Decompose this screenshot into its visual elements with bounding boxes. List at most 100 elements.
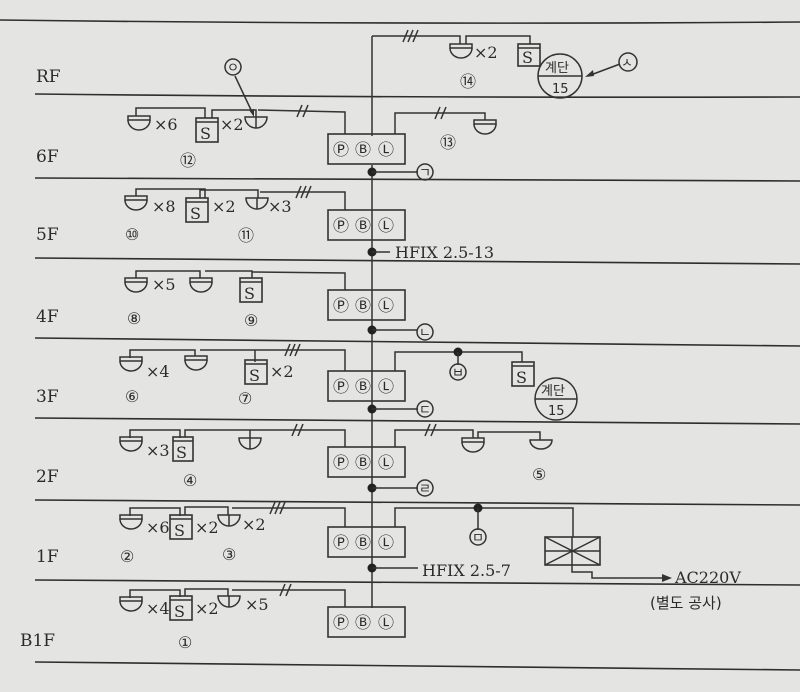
- svg-text:×4: ×4: [146, 362, 170, 381]
- svg-text:Ⓟ: Ⓟ: [333, 533, 349, 552]
- svg-text:⑤: ⑤: [532, 465, 546, 484]
- svg-text:ㄱ: ㄱ: [419, 166, 431, 181]
- svg-text:S: S: [249, 366, 260, 385]
- svg-text:ㄹ: ㄹ: [419, 482, 431, 497]
- svg-text:Ⓟ: Ⓟ: [333, 216, 349, 235]
- receiver-panel-icon: [544, 536, 601, 566]
- svg-text:Ⓛ: Ⓛ: [378, 296, 394, 315]
- svg-text:Ⓑ: Ⓑ: [355, 533, 371, 552]
- svg-text:S: S: [176, 443, 187, 462]
- floor-2f: ×3 S ④ ⑤ ㄹ: [119, 423, 553, 497]
- floor-b1f: ×4 S ×2 ×5 ①: [119, 583, 346, 652]
- svg-text:④: ④: [183, 471, 197, 490]
- pbl-box-6f: Ⓟ Ⓑ Ⓛ: [327, 133, 406, 165]
- svg-text:×5: ×5: [152, 275, 176, 294]
- svg-text:ㅅ: ㅅ: [621, 56, 633, 71]
- floor-label-4f: 4F: [36, 307, 59, 327]
- svg-text:③: ③: [222, 545, 236, 564]
- svg-text:⑥: ⑥: [125, 387, 139, 406]
- svg-text:Ⓟ: Ⓟ: [333, 377, 349, 396]
- svg-text:S: S: [522, 48, 533, 67]
- floor-label-2f: 2F: [36, 467, 59, 487]
- svg-text:계단: 계단: [541, 384, 565, 399]
- pbl-box-4f: Ⓟ Ⓑ Ⓛ: [327, 289, 406, 321]
- sensor-box-icon: [517, 43, 541, 67]
- floor-6f: ×6 S ×2 ㅇ ⑫ ⑬ ㄱ: [127, 58, 497, 181]
- svg-text:HFIX 2.5-13: HFIX 2.5-13: [395, 243, 494, 262]
- pbl-box-1f: Ⓟ Ⓑ Ⓛ: [327, 526, 406, 558]
- svg-text:(별도 공사): (별도 공사): [650, 594, 722, 612]
- floor-rf: ×2 S ⑭ 계단 15 ㅅ: [372, 29, 638, 99]
- svg-text:ㅁ: ㅁ: [472, 531, 484, 546]
- svg-text:×5: ×5: [245, 595, 269, 614]
- svg-text:⑧: ⑧: [127, 309, 141, 328]
- svg-text:×3: ×3: [268, 197, 292, 216]
- floor-label-5f: 5F: [36, 225, 59, 245]
- svg-text:S: S: [174, 602, 185, 621]
- svg-text:×6: ×6: [154, 115, 178, 134]
- svg-text:계단: 계단: [545, 61, 569, 76]
- floor-lines: [0, 19, 800, 671]
- svg-text:⑪: ⑪: [238, 226, 254, 245]
- svg-text:15: 15: [548, 404, 565, 419]
- floor-1f: ×6 S ×2 ×2 ② ③ ㅁ AC220V (별도 공사) HFIX 2.5…: [119, 501, 741, 612]
- svg-text:Ⓑ: Ⓑ: [355, 140, 371, 159]
- svg-text:Ⓟ: Ⓟ: [333, 613, 349, 632]
- floor-label-1f: 1F: [36, 547, 59, 567]
- svg-text:Ⓟ: Ⓟ: [333, 453, 349, 472]
- svg-text:HFIX 2.5-7: HFIX 2.5-7: [422, 561, 511, 580]
- svg-text:Ⓑ: Ⓑ: [355, 613, 371, 632]
- svg-text:×6: ×6: [146, 518, 170, 537]
- marker-s-icon: [618, 52, 638, 72]
- svg-text:15: 15: [552, 82, 569, 97]
- svg-text:S: S: [244, 284, 255, 303]
- svg-text:Ⓛ: Ⓛ: [378, 377, 394, 396]
- svg-text:ㄷ: ㄷ: [419, 403, 431, 418]
- svg-text:Ⓟ: Ⓟ: [333, 296, 349, 315]
- smoke-detector-icon: [449, 43, 473, 59]
- svg-text:ㅂ: ㅂ: [452, 366, 464, 381]
- svg-text:×2: ×2: [212, 197, 236, 216]
- svg-text:×2: ×2: [195, 599, 219, 618]
- svg-text:Ⓑ: Ⓑ: [355, 453, 371, 472]
- svg-text:⑫: ⑫: [180, 151, 196, 170]
- pbl-box-5f: Ⓟ Ⓑ Ⓛ: [327, 209, 406, 241]
- svg-text:×2: ×2: [270, 362, 294, 381]
- floor-label-3f: 3F: [36, 387, 59, 407]
- svg-text:①: ①: [178, 633, 192, 652]
- svg-text:⑭: ⑭: [460, 72, 476, 91]
- floor-label-rf: RF: [36, 67, 61, 87]
- svg-text:⑦: ⑦: [238, 389, 252, 408]
- pbl-box-b1f: Ⓟ Ⓑ Ⓛ: [327, 606, 406, 638]
- svg-text:②: ②: [120, 547, 134, 566]
- svg-text:Ⓑ: Ⓑ: [355, 296, 371, 315]
- svg-text:AC220V: AC220V: [674, 568, 741, 587]
- svg-text:ㄴ: ㄴ: [419, 326, 431, 341]
- svg-text:Ⓛ: Ⓛ: [378, 216, 394, 235]
- svg-text:Ⓛ: Ⓛ: [378, 140, 394, 159]
- stair-detector-icon: 계단 15: [537, 53, 583, 99]
- svg-text:Ⓛ: Ⓛ: [378, 533, 394, 552]
- floor-4f: ×5 S ⑧ ⑨ ㄴ: [124, 270, 434, 341]
- svg-text:Ⓛ: Ⓛ: [378, 613, 394, 632]
- svg-text:Ⓟ: Ⓟ: [333, 140, 349, 159]
- svg-text:Ⓛ: Ⓛ: [378, 453, 394, 472]
- svg-text:×2: ×2: [195, 518, 219, 537]
- svg-text:×3: ×3: [146, 441, 170, 460]
- svg-text:×4: ×4: [146, 599, 170, 618]
- svg-text:Ⓑ: Ⓑ: [355, 216, 371, 235]
- floor-label-6f: 6F: [36, 147, 59, 167]
- floor-5f: ×8 S ×2 ×3 ⑩ ⑪ HFIX 2.5-13: [124, 185, 494, 262]
- arrow-icon: [662, 574, 672, 582]
- pbl-box-2f: Ⓟ Ⓑ Ⓛ: [327, 446, 406, 478]
- svg-text:S: S: [174, 521, 185, 540]
- svg-text:×2: ×2: [474, 43, 498, 62]
- svg-text:S: S: [200, 124, 211, 143]
- svg-text:S: S: [190, 204, 201, 223]
- svg-text:×2: ×2: [220, 115, 244, 134]
- svg-text:⑬: ⑬: [440, 133, 456, 152]
